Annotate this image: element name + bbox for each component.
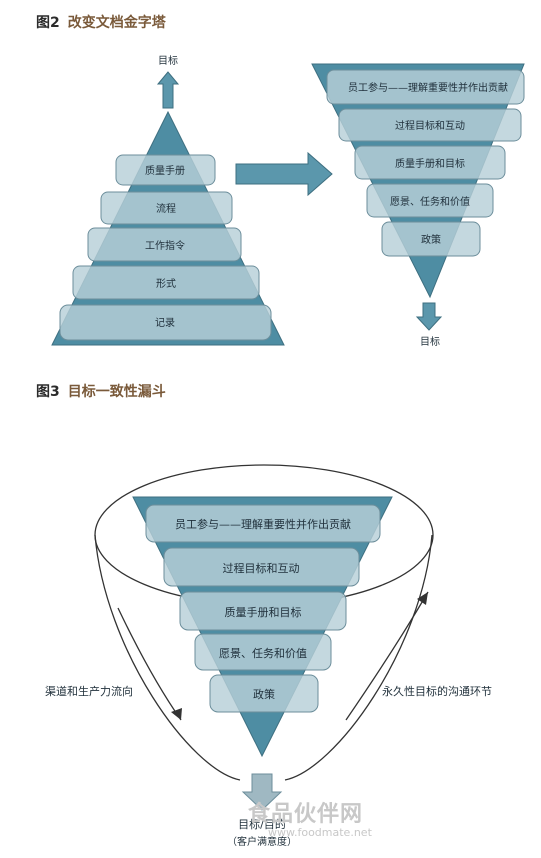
figure-2-name: 改变文档金字塔: [67, 15, 166, 31]
goal-target-label: 目标/目的: [238, 817, 286, 831]
funnel-outline: [94, 534, 433, 781]
figure-2-number: 图2: [36, 15, 60, 31]
goal-funnel-layer-label: 质量手册和目标: [225, 605, 302, 619]
funnel-layer: 过程目标和互动: [338, 108, 522, 142]
pyramid-layer: 形式: [72, 265, 260, 300]
funnel-layer-label: 政策: [421, 233, 441, 246]
goal-funnel-layer: 愿景、任务和价值: [194, 633, 332, 671]
funnel-layer-label: 过程目标和互动: [395, 119, 465, 132]
pyramid-layer: 流程: [100, 191, 233, 225]
goal-funnel-layer-label: 过程目标和互动: [223, 561, 300, 575]
pyramid-layer-label: 质量手册: [145, 164, 185, 177]
figure-3-number: 图3: [36, 384, 60, 400]
watermark-url: www.foodmate.net: [268, 826, 372, 839]
funnel-layer-label: 愿景、任务和价值: [390, 195, 470, 208]
up-arrow-icon: [156, 71, 180, 109]
pyramid-layer-label: 工作指令: [145, 239, 185, 252]
pyramid-layer: 质量手册: [115, 154, 216, 186]
funnel-layer: 质量手册和目标: [354, 145, 506, 180]
pyramid-layer-label: 形式: [156, 277, 176, 290]
upward-flow-arrow: [345, 591, 429, 721]
left-flow-label: 渠道和生产力流向: [45, 684, 133, 698]
figure-3-title: 图3 目标一致性漏斗: [36, 381, 166, 401]
arrowhead-icon: [171, 708, 182, 720]
figure-3-name: 目标一致性漏斗: [67, 384, 166, 400]
downward-flow-arrow: [117, 607, 182, 721]
right-flow-label: 永久性目标的沟通环节: [382, 684, 492, 698]
pyramid-layer-label: 记录: [155, 317, 175, 329]
arrowhead-icon: [417, 592, 428, 605]
goal-funnel-layer-label: 员工参与——理解重要性并作出贡献: [175, 517, 351, 531]
goal-funnel-layer: 员工参与——理解重要性并作出贡献: [145, 504, 381, 543]
outlet-arrow-icon: [241, 773, 283, 811]
pyramid-top-label: 目标: [158, 55, 178, 67]
goal-funnel-layer-label: 政策: [253, 687, 275, 701]
funnel-layer: 员工参与——理解重要性并作出贡献: [326, 69, 525, 105]
goal-funnel: 员工参与——理解重要性并作出贡献 过程目标和互动 质量手册和目标 愿景、任务和价…: [45, 464, 492, 848]
customer-satisfaction-label: （客户满意度）: [227, 835, 297, 848]
goal-funnel-layer: 政策: [209, 674, 319, 713]
goal-funnel-layer-label: 愿景、任务和价值: [219, 647, 307, 660]
goal-funnel-layer: 过程目标和互动: [163, 547, 360, 587]
pyramid-layer: 记录: [59, 304, 272, 341]
funnel-layer-label: 质量手册和目标: [395, 157, 465, 170]
pyramid-layer: 工作指令: [87, 227, 242, 262]
funnel-layer: 政策: [381, 221, 481, 257]
down-arrow-icon: [415, 302, 443, 331]
watermark-text: 食品伙伴网: [248, 802, 364, 827]
right-arrow-icon: [235, 151, 333, 197]
pyramid-layer-label: 流程: [156, 202, 176, 215]
funnel-layer: 愿景、任务和价值: [366, 183, 494, 218]
funnel-layer-label: 员工参与——理解重要性并作出贡献: [348, 81, 508, 94]
document-pyramid: 目标 质量手册 流程 工作指令 形式 记录: [51, 55, 285, 346]
goal-funnel-layer: 质量手册和目标: [179, 591, 347, 631]
funnel-bottom-label: 目标: [420, 336, 440, 348]
inverted-funnel: 员工参与——理解重要性并作出贡献 过程目标和互动 质量手册和目标 愿景、任务和价…: [311, 63, 525, 348]
figure-2-title: 图2 改变文档金字塔: [36, 12, 166, 32]
